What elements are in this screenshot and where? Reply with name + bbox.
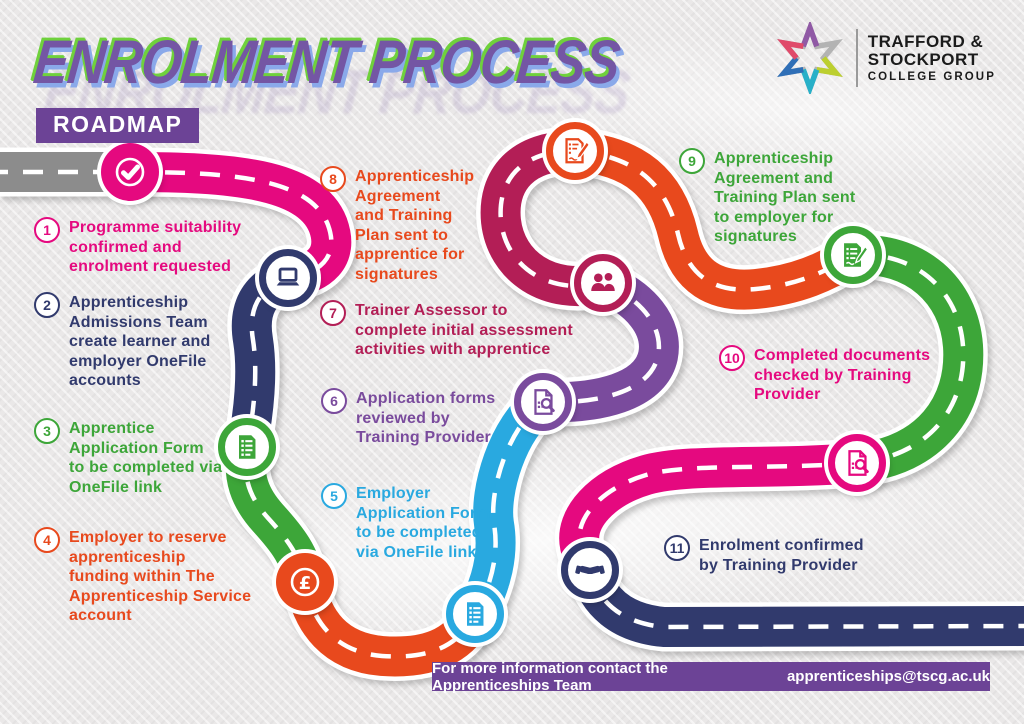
people-icon xyxy=(574,254,632,312)
logo-line-3: COLLEGE GROUP xyxy=(867,70,996,83)
step-11: 11 Enrolment confirmed by Training Provi… xyxy=(664,535,894,575)
road-segment-11 xyxy=(590,570,1024,627)
step-number-badge: 5 xyxy=(321,483,347,509)
document-search-icon xyxy=(828,434,886,492)
step-text: Enrolment confirmed by Training Provider xyxy=(699,537,864,574)
step-number-badge: 4 xyxy=(34,527,60,553)
step-number-badge: 7 xyxy=(320,300,346,326)
step-3: 3 Apprentice Application Form to be comp… xyxy=(34,418,254,497)
document-pen-icon xyxy=(546,122,604,180)
logo-line-1: TRAFFORD & xyxy=(867,32,984,52)
step-1: 1 Programme suitability confirmed and en… xyxy=(34,217,264,277)
footer-email: apprenticeships@tscg.ac.uk xyxy=(786,668,990,685)
step-4: 4 Employer to reserve apprenticeship fun… xyxy=(34,527,264,626)
roadmap-label: ROADMAP xyxy=(36,108,200,143)
footer-contact-bar: For more information contact the Apprent… xyxy=(432,659,990,694)
step-9: 9 Apprenticeship Agreement and Training … xyxy=(679,148,889,247)
step-text: Programme suitability confirmed and enro… xyxy=(69,219,242,276)
checklist-icon xyxy=(446,585,504,643)
star-logo-icon xyxy=(776,22,843,94)
step-text: Trainer Assessor to complete initial ass… xyxy=(355,302,573,359)
step-text: Apprentice Application Form to be comple… xyxy=(69,420,223,496)
logo-divider xyxy=(855,29,858,87)
step-10: 10 Completed documents checked by Traini… xyxy=(719,345,949,405)
step-number-badge: 1 xyxy=(34,217,60,243)
check-icon xyxy=(101,143,159,201)
step-2: 2 Apprenticeship Admissions Team create … xyxy=(34,292,254,391)
step-8: 8 Apprenticeship Agreement and Training … xyxy=(320,166,490,284)
step-6: 6 Application forms reviewed by Training… xyxy=(321,388,511,448)
step-7: 7 Trainer Assessor to complete initial a… xyxy=(320,300,580,360)
step-number-badge: 9 xyxy=(679,148,705,174)
step-text: Apprenticeship Admissions Team create le… xyxy=(69,294,211,390)
laptop-icon xyxy=(259,249,317,307)
step-text: Apprenticeship Agreement and Training Pl… xyxy=(714,150,856,246)
page-title: ENROLMENT PROCESS xyxy=(30,27,623,97)
step-5: 5 Employer Application Form to be comple… xyxy=(321,483,511,562)
title-block: ENROLMENT PROCESS ENROLMENT PROCESS xyxy=(31,26,654,126)
step-number-badge: 8 xyxy=(320,166,346,192)
step-number-badge: 10 xyxy=(719,345,745,371)
step-number-badge: 3 xyxy=(34,418,60,444)
step-text: Apprenticeship Agreement and Training Pl… xyxy=(355,168,475,283)
step-text: Completed documents checked by Training … xyxy=(754,347,931,404)
logo-line-2: STOCKPORT xyxy=(867,49,979,69)
document-search-icon xyxy=(514,373,572,431)
step-text: Employer to reserve apprenticeship fundi… xyxy=(69,529,252,625)
step-text: Employer Application Form to be complete… xyxy=(356,485,491,561)
step-number-badge: 6 xyxy=(321,388,347,414)
handshake-icon xyxy=(561,541,619,599)
step-number-badge: 2 xyxy=(34,292,60,318)
college-logo: TRAFFORD & STOCKPORT COLLEGE GROUP xyxy=(774,22,996,94)
logo-text: TRAFFORD & STOCKPORT COLLEGE GROUP xyxy=(868,33,996,83)
step-text: Application forms reviewed by Training P… xyxy=(356,390,496,447)
step-number-badge: 11 xyxy=(664,535,690,561)
footer-text: For more information contact the Apprent… xyxy=(432,659,668,694)
